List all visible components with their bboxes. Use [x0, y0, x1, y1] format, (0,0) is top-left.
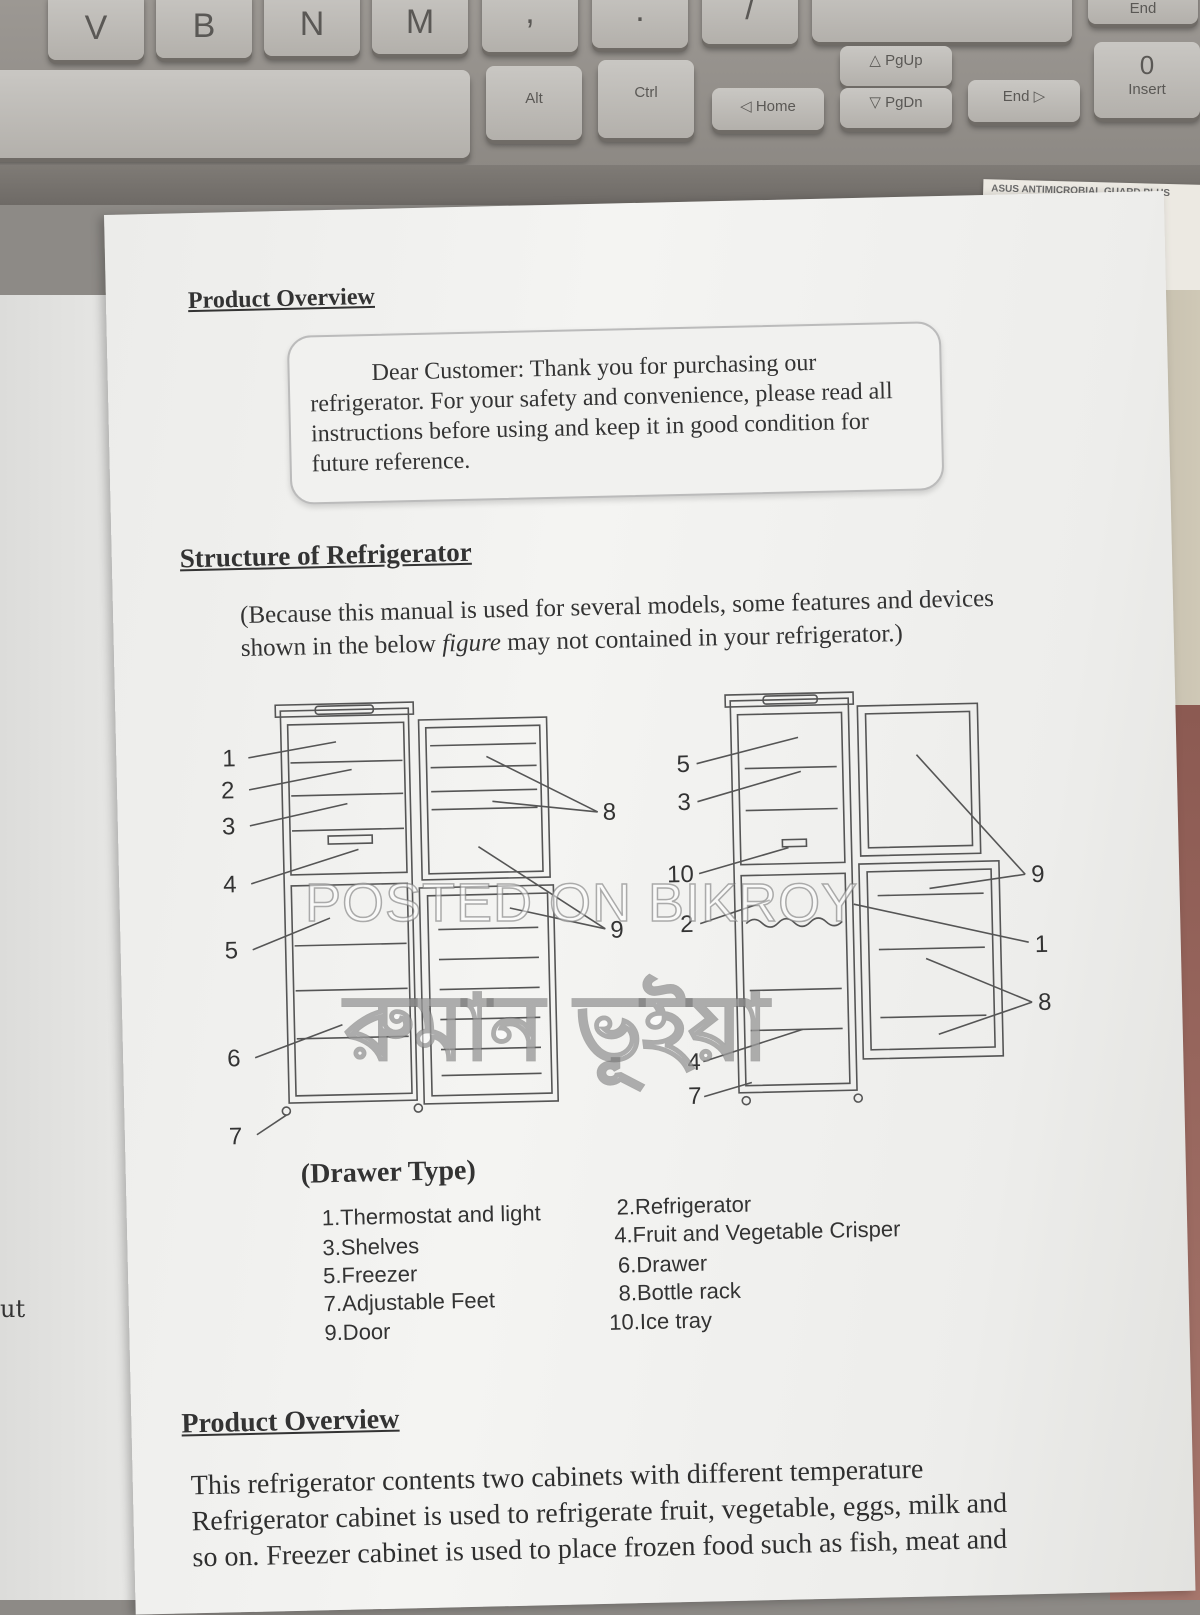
key-v[interactable]: V: [48, 0, 144, 60]
key-ctrl[interactable]: Ctrl: [598, 60, 694, 138]
callout-left-1: 1: [222, 745, 236, 772]
callout-left-5: 5: [224, 937, 238, 964]
key-right-shift[interactable]: [812, 0, 1072, 42]
parts-list: 1.Thermostat and light 2.Refrigerator 3.…: [322, 1190, 982, 1346]
part-4: 4.Fruit and Vegetable Crisper: [613, 1216, 901, 1248]
key-n[interactable]: N: [264, 0, 360, 56]
key-spacebar[interactable]: [0, 70, 470, 158]
callout-right-3: 3: [677, 789, 691, 816]
left-lower-compartment: [290, 882, 413, 1097]
watermark-english: POSTED ON BIKROY: [304, 872, 859, 934]
right-fridge-handle: [762, 694, 818, 705]
part-9: 9.Door: [324, 1318, 391, 1346]
part-2: 2.Refrigerator: [616, 1191, 752, 1220]
left-door-upper: [417, 716, 551, 881]
callout-left-3: 3: [222, 813, 236, 840]
callout-right-1: 1: [1034, 931, 1048, 958]
callout-right-7: 7: [688, 1083, 702, 1110]
part-3: 3.Shelves: [322, 1233, 420, 1261]
left-thermostat: [327, 834, 374, 845]
part-6: 6.Drawer: [617, 1250, 708, 1278]
callout-left-6: 6: [227, 1045, 241, 1072]
heading-product-overview-2: Product Overview: [181, 1403, 400, 1440]
key-home[interactable]: ◁ Home: [712, 88, 824, 130]
part-5: 5.Freezer: [322, 1261, 418, 1289]
key-alt[interactable]: Alt: [486, 66, 582, 140]
callout-left-2: 2: [221, 777, 235, 804]
body-paragraph: This refrigerator contents two cabinets …: [190, 1447, 1142, 1577]
left-upper-compartment: [286, 721, 408, 876]
callout-right-8: 8: [1038, 989, 1052, 1016]
right-fridge-body: [729, 697, 858, 1094]
right-lower-compartment: [740, 872, 851, 1087]
key-period[interactable]: .: [592, 0, 688, 48]
heading-structure: Structure of Refrigerator: [179, 536, 472, 574]
key-comma[interactable]: ,: [482, 0, 578, 52]
key-m[interactable]: M: [372, 0, 468, 54]
drawer-type-caption: (Drawer Type): [300, 1154, 477, 1190]
key-pgdn[interactable]: ▽ PgDn: [840, 88, 952, 128]
key-b[interactable]: B: [156, 0, 252, 58]
key-end-arrow[interactable]: End ▷: [968, 80, 1080, 122]
callout-right-5: 5: [676, 751, 690, 778]
refrigerator-diagrams: 1 2 3 4 5 6 7 8 9 5 3 10 2 4 7 9 1 8: [221, 691, 1052, 1150]
callout-right-9: 9: [1031, 861, 1045, 888]
callout-left-9: 9: [610, 916, 624, 943]
intro-text: Dear Customer: Thank you for purchasing …: [310, 349, 893, 478]
right-ice-tray: [781, 838, 808, 848]
part-8: 8.Bottle rack: [618, 1277, 742, 1306]
left-fridge-body: [279, 707, 418, 1104]
callout-left-7: 7: [229, 1123, 243, 1150]
callout-left-4: 4: [223, 871, 237, 898]
callout-left-8: 8: [602, 799, 616, 826]
part-10: 10.Ice tray: [608, 1307, 713, 1335]
right-fridge-top: [724, 691, 855, 708]
watermark-bengali: রুমান ভূইয়া: [344, 975, 769, 1082]
zero-icon: 0: [1139, 50, 1155, 80]
key-end[interactable]: End: [1088, 0, 1198, 24]
manual-page: Product Overview Dear Customer: Thank yo…: [104, 190, 1196, 1615]
callout-right-4: 4: [687, 1049, 701, 1076]
heading-product-overview: Product Overview: [187, 283, 376, 315]
right-door-lower: [858, 860, 1005, 1060]
left-door-lower: [418, 884, 560, 1105]
part-1: 1.Thermostat and light: [321, 1200, 541, 1231]
intro-box: Dear Customer: Thank you for purchasing …: [286, 321, 945, 505]
key-slash[interactable]: /: [702, 0, 798, 44]
left-fridge-top: [274, 701, 415, 719]
part-7: 7.Adjustable Feet: [323, 1287, 496, 1317]
note-text: (Because this manual is used for several…: [239, 584, 995, 663]
right-door-upper: [856, 702, 982, 857]
callout-right-10: 10: [667, 861, 694, 889]
key-insert[interactable]: 0 Insert: [1094, 42, 1200, 118]
right-upper-compartment: [736, 711, 846, 866]
key-pgup[interactable]: △ PgUp: [840, 46, 952, 86]
left-fridge-handle: [314, 704, 375, 716]
callout-right-2: 2: [680, 911, 694, 938]
